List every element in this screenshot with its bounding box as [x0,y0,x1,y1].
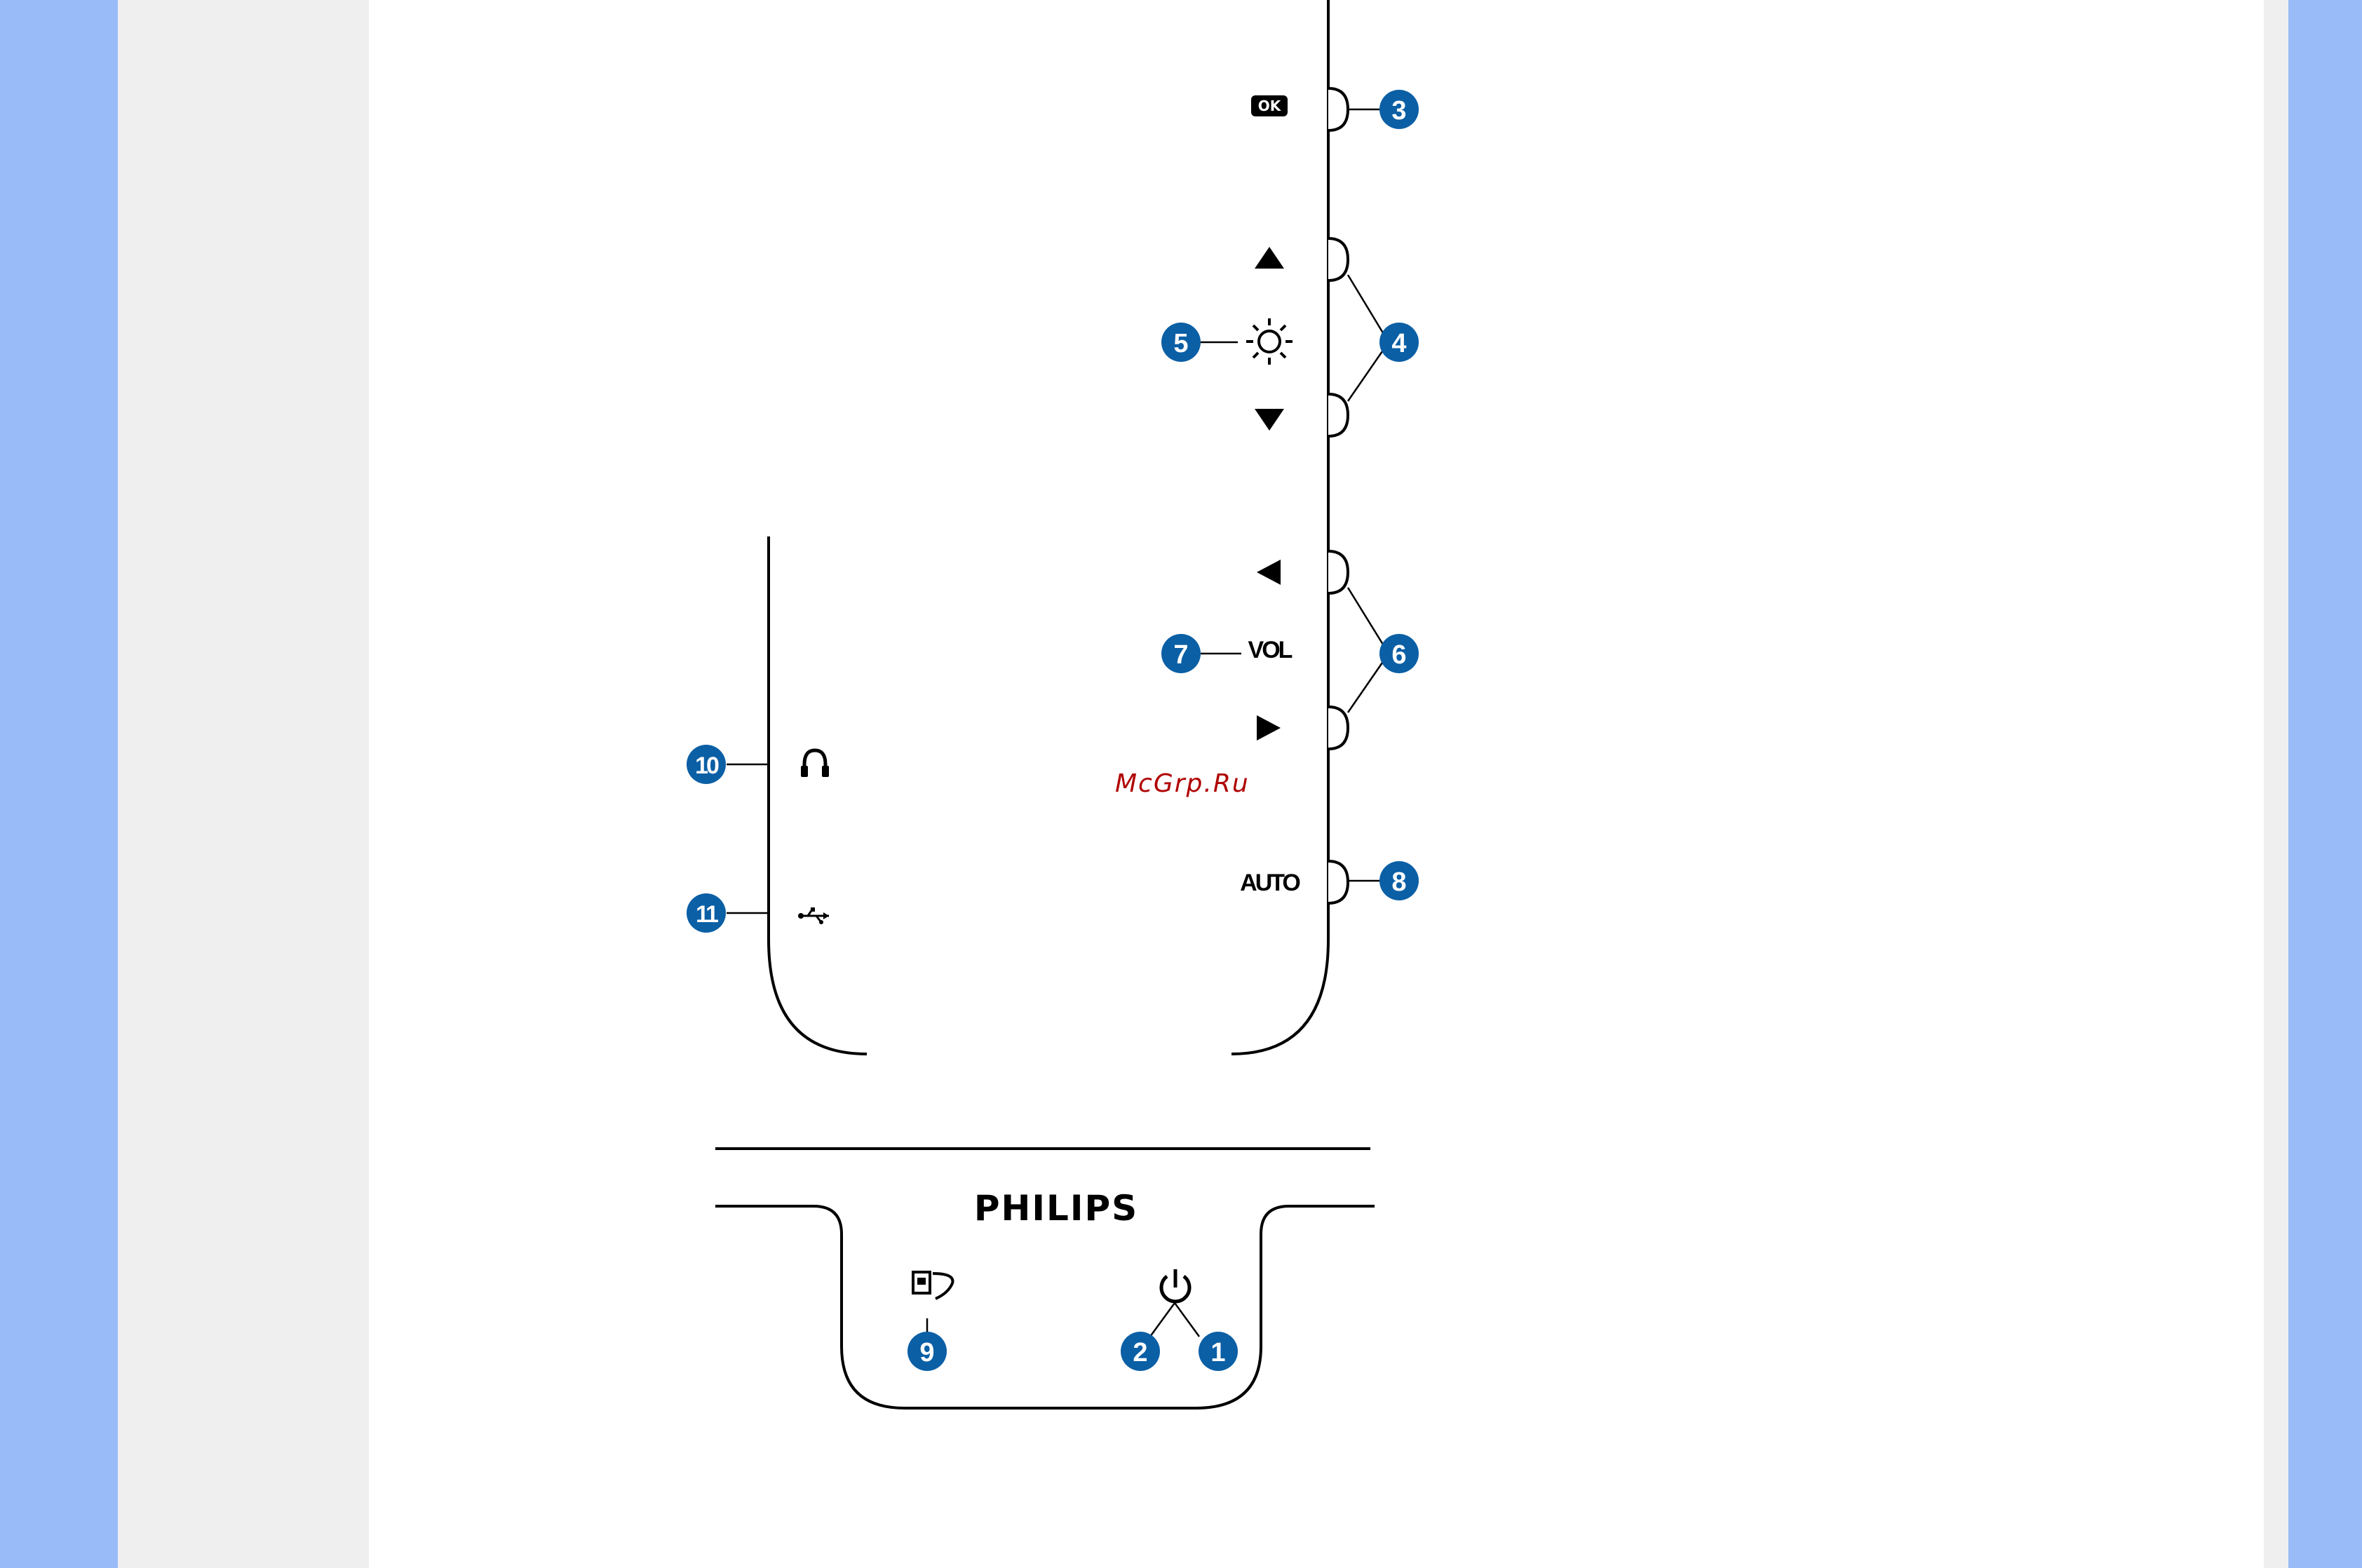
callout-6: 6 [1379,634,1419,673]
brightness-sun-icon [1246,318,1293,365]
up-button[interactable] [1328,238,1348,281]
triangle-left-icon [1257,560,1281,585]
callout-3: 3 [1379,90,1419,129]
svg-text:11: 11 [696,901,718,928]
svg-text:1: 1 [1210,1338,1225,1367]
svg-text:2: 2 [1133,1338,1147,1367]
callout-11: 11 [687,893,726,933]
headphone-icon [801,750,829,777]
svg-text:5: 5 [1173,329,1188,358]
callout-2: 2 [1121,1332,1160,1371]
ok-icon: OK [1251,95,1288,116]
callout-8: 8 [1379,861,1419,900]
svg-text:9: 9 [919,1338,934,1367]
svg-text:10: 10 [695,752,719,779]
triangle-up-icon [1255,247,1284,269]
svg-text:4: 4 [1391,329,1406,358]
callout-1: 1 [1199,1332,1238,1371]
down-button[interactable] [1328,394,1348,436]
callout-9: 9 [907,1332,947,1371]
right-button[interactable] [1328,707,1348,749]
left-button[interactable] [1328,551,1348,593]
callout-4: 4 [1379,323,1419,362]
usb-icon [798,907,829,924]
svg-text:3: 3 [1391,96,1406,126]
power-icon [1161,1269,1189,1302]
callout-lines [727,109,1389,1338]
triangle-right-icon [1257,715,1281,741]
triangle-down-icon [1255,409,1284,431]
connector-panel-edge [769,536,867,1054]
svg-text:7: 7 [1173,640,1188,670]
callout-7: 7 [1161,634,1201,673]
watermark-text: McGrp.Ru [1115,769,1250,798]
svg-text:OK: OK [1258,97,1282,114]
brand-logo: PHILIPS [974,1188,1138,1229]
ok-button[interactable] [1328,88,1348,130]
callout-5: 5 [1161,323,1201,362]
svg-text:6: 6 [1391,640,1406,670]
callout-badges: 3 4 5 6 7 8 10 11 [687,90,1419,1371]
callout-10: 10 [687,745,726,784]
auto-button[interactable] [1328,861,1348,903]
side-buttons [1328,88,1348,903]
auto-label: AUTO [1240,870,1300,896]
vol-label: VOL [1248,637,1293,663]
svg-text:8: 8 [1391,867,1406,897]
smartimage-icon [913,1272,952,1299]
